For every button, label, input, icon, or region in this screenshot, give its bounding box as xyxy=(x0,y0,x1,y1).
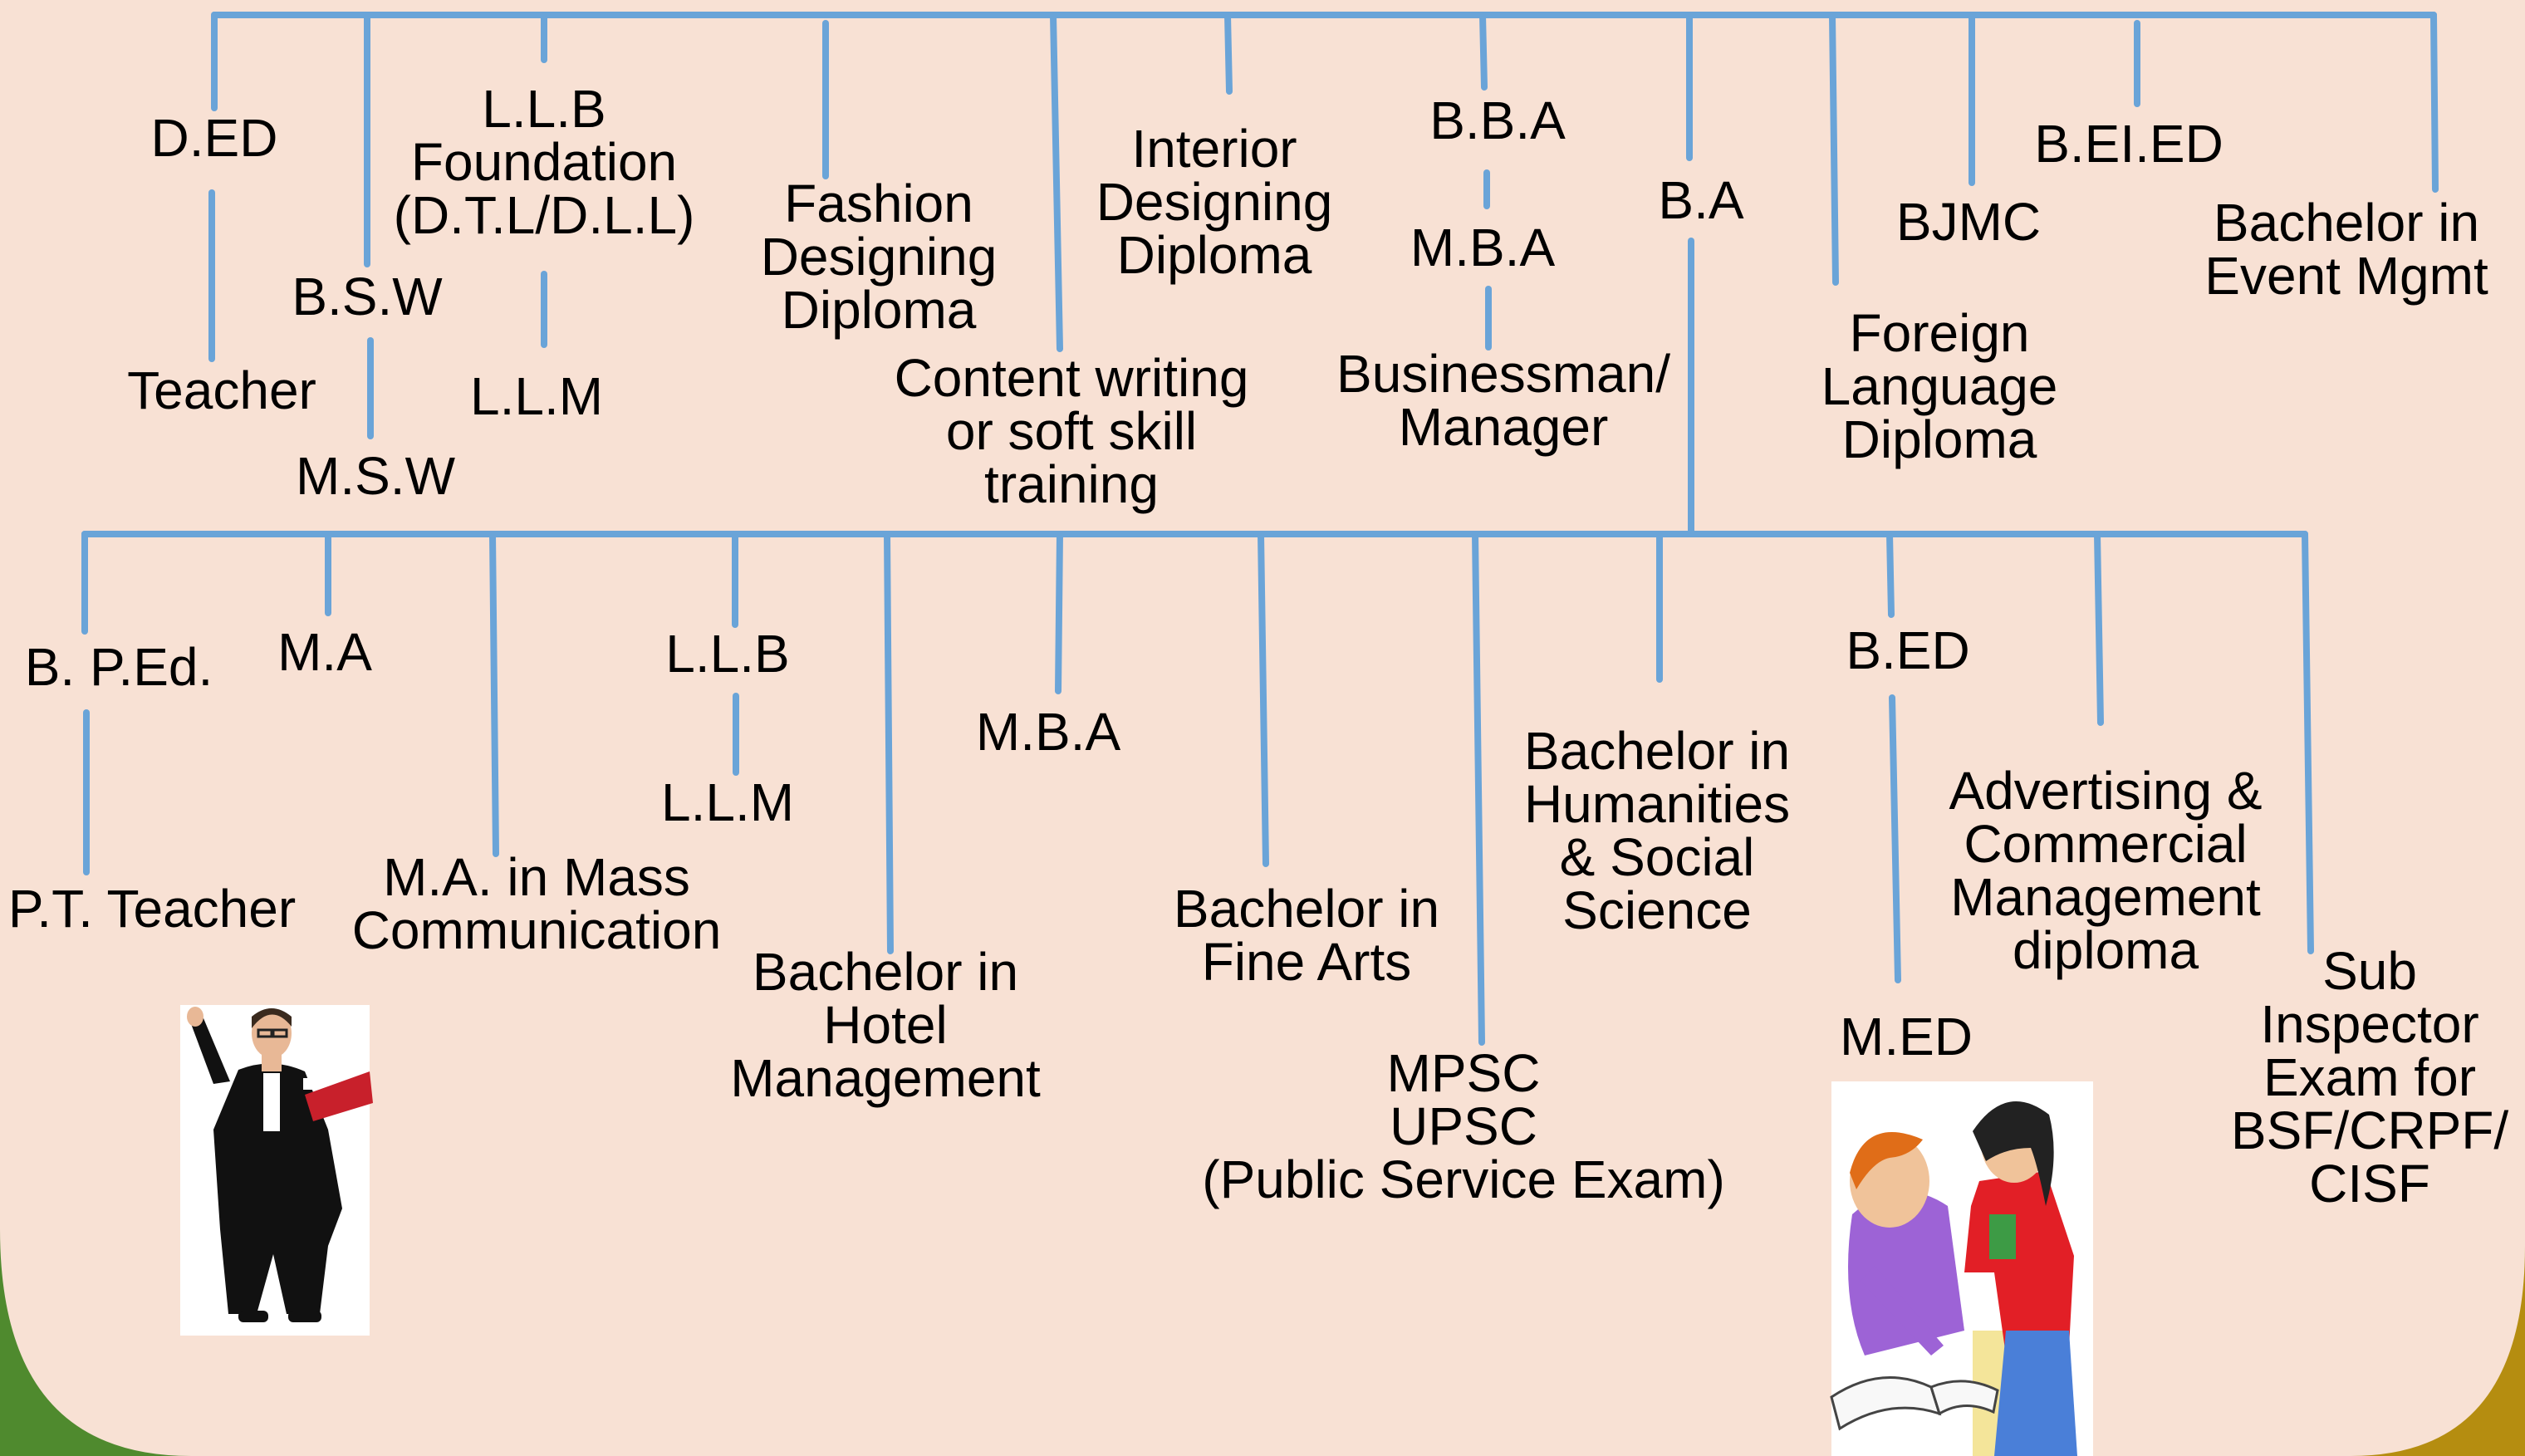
label-event: Bachelor in Event Mgmt xyxy=(2204,193,2488,306)
link-mba-bottom xyxy=(1055,531,1063,694)
label-bped: B. P.Ed. xyxy=(24,637,213,697)
label-llm-bottom: L.L.M xyxy=(660,772,795,832)
link-bed-med xyxy=(1889,694,1901,983)
link-interior xyxy=(1224,12,1233,95)
label-humanities: Bachelor in Humanities & Social Science xyxy=(1523,721,1791,940)
label-pt-teacher: P.T. Teacher xyxy=(7,879,297,939)
connector-lines xyxy=(81,12,2439,1046)
label-businessman: Businessman/ Manager xyxy=(1336,344,1670,457)
label-sub-inspector: Sub Inspector Exam for BSF/CRPF/ CISF xyxy=(2230,941,2509,1213)
label-llm-top: L.L.M xyxy=(469,366,604,426)
link-hotel xyxy=(884,531,894,954)
label-ma-mass: M.A. in Mass Communication xyxy=(351,847,722,960)
label-mba-top: M.B.A xyxy=(1410,218,1556,277)
link-content xyxy=(1050,12,1063,352)
label-beied: B.EI.ED xyxy=(2034,114,2223,174)
label-mba-bottom: M.B.A xyxy=(975,702,1121,762)
link-ma-mass xyxy=(489,531,499,857)
label-advertising: Advertising & Commercial Management dipl… xyxy=(1949,761,2263,980)
label-bba: B.B.A xyxy=(1429,91,1566,150)
label-msw: M.S.W xyxy=(296,446,455,506)
link-event xyxy=(2430,12,2439,193)
link-bba xyxy=(1479,12,1488,91)
label-foreign: Foreign Language Diploma xyxy=(1821,303,2058,469)
link-fine-arts xyxy=(1258,531,1269,867)
label-mpsc: MPSC UPSC (Public Service Exam) xyxy=(1202,1043,1725,1209)
label-bjmc: BJMC xyxy=(1895,192,2042,252)
label-bed: B.ED xyxy=(1846,620,1970,680)
link-mpsc xyxy=(1472,531,1485,1046)
label-llb: L.L.B xyxy=(665,624,790,684)
corner-right-shape xyxy=(2351,1246,2525,1456)
label-llb-foundation: L.L.B Foundation (D.T.L/D.L.L) xyxy=(393,79,695,245)
label-ded: D.ED xyxy=(150,108,278,168)
corner-left-shape xyxy=(0,1229,191,1456)
link-foreign xyxy=(1829,12,1839,286)
label-hotel: Bachelor in Hotel Management xyxy=(730,942,1041,1108)
label-bsw: B.S.W xyxy=(292,267,443,326)
label-fashion: Fashion Designing Diploma xyxy=(760,174,998,340)
label-fine-arts: Bachelor in Fine Arts xyxy=(1173,879,1440,992)
label-med: M.ED xyxy=(1840,1007,1973,1066)
lawyer-clipart-icon xyxy=(180,1005,373,1336)
link-advertising xyxy=(2094,531,2104,726)
link-sub-inspector xyxy=(2302,531,2314,954)
students-reading-clipart-icon xyxy=(1830,1081,2093,1456)
link-bed xyxy=(1886,531,1895,618)
label-ma: M.A xyxy=(277,622,372,682)
label-ba: B.A xyxy=(1658,170,1744,230)
label-teacher: Teacher xyxy=(127,360,316,420)
label-content: Content writing or soft skill training xyxy=(894,348,1249,514)
label-interior: Interior Designing Diploma xyxy=(1096,119,1333,285)
